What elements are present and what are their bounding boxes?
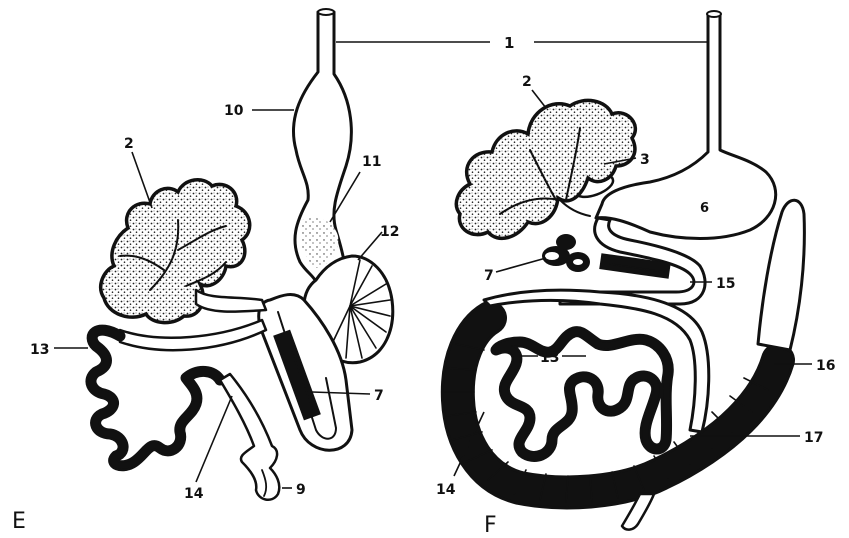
e-esophagus-top — [318, 9, 334, 15]
label-e9: 9 — [296, 482, 306, 498]
label-e14: 14 — [184, 486, 204, 502]
label-f14: 14 — [436, 482, 456, 498]
label-f3: 3 — [640, 152, 650, 168]
label-f17: 17 — [804, 430, 823, 446]
label-e11: 11 — [362, 154, 381, 170]
f-cecum — [758, 200, 804, 350]
label-1: 1 — [504, 34, 514, 52]
label-e7: 7 — [374, 388, 384, 404]
panel-label-e: E — [12, 509, 26, 534]
leader-e2 — [132, 152, 152, 208]
label-f16: 16 — [816, 358, 835, 374]
leader-f7 — [496, 258, 546, 272]
e-rectum — [220, 374, 279, 500]
f-pancreas-cluster — [542, 234, 590, 272]
label-e12: 12 — [380, 224, 399, 240]
leader-f2 — [532, 90, 546, 108]
panel-e — [91, 9, 393, 500]
e-duct-lower — [120, 320, 266, 350]
label-f6: 6 — [700, 201, 709, 216]
label-f13: 13 — [540, 350, 559, 366]
label-f7: 7 — [484, 268, 494, 284]
label-f2: 2 — [522, 74, 532, 90]
panel-label-f: F — [484, 513, 497, 538]
label-e2: 2 — [124, 136, 134, 152]
label-f15: 15 — [716, 276, 735, 292]
label-e13: 13 — [30, 342, 49, 358]
leader-e12 — [358, 232, 382, 260]
f-esophagus-top — [707, 11, 721, 17]
label-e10: 10 — [224, 103, 244, 119]
leader-e14 — [196, 396, 232, 482]
e-bile-duct — [196, 290, 266, 312]
panel-f — [444, 11, 804, 530]
